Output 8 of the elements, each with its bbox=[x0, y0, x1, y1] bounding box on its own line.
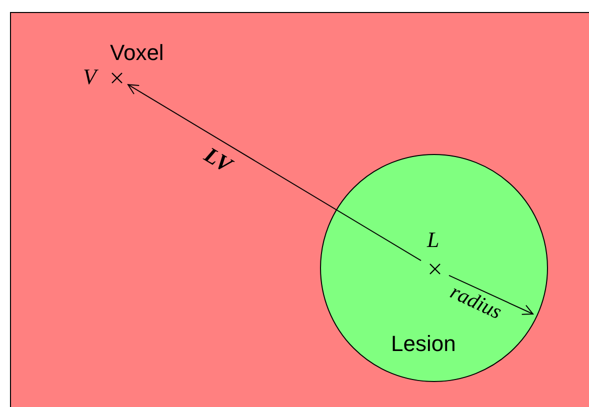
point-label: L bbox=[427, 229, 440, 251]
arrow bbox=[128, 84, 422, 262]
edge-label: radius bbox=[447, 281, 505, 323]
circle-label: Lesion bbox=[391, 333, 456, 355]
arrow bbox=[448, 274, 534, 315]
edge-label: LV bbox=[200, 144, 236, 176]
point-label: V bbox=[83, 66, 96, 88]
point-caption: Voxel bbox=[110, 42, 164, 64]
